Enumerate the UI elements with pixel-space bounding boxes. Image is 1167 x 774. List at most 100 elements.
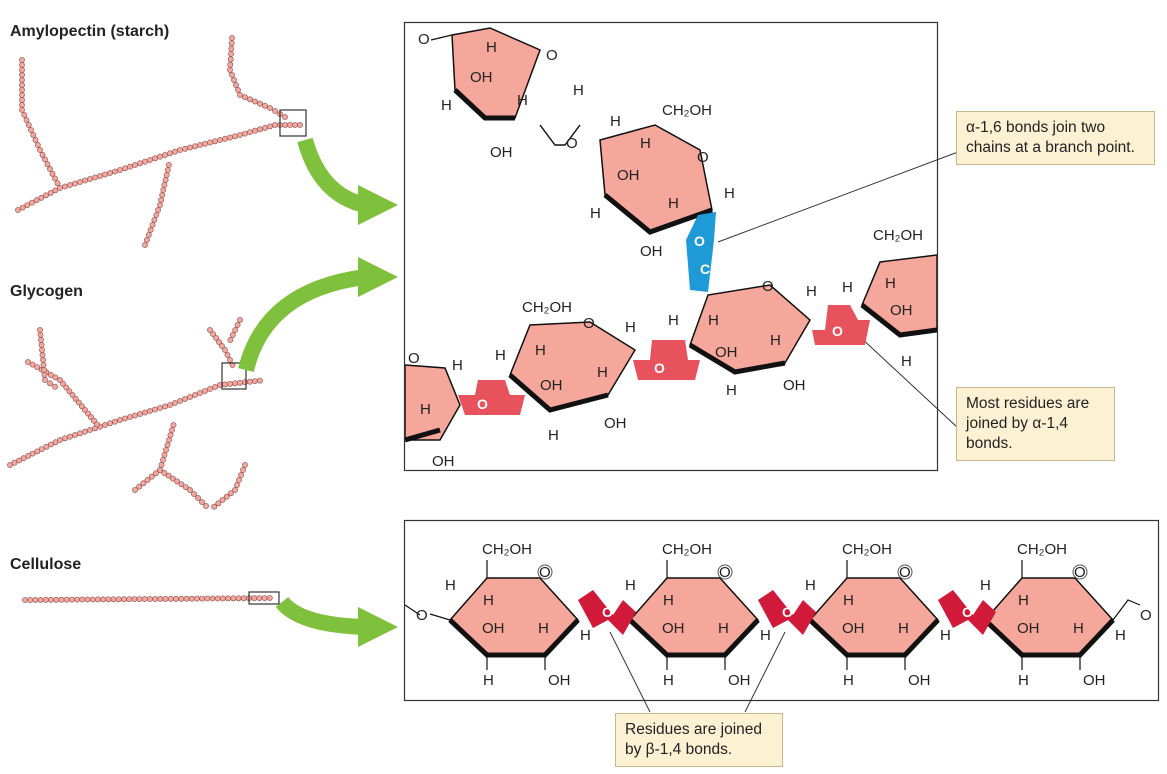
beta-ring-1-h-bottom: H	[483, 672, 494, 689]
beta-ring-2-h-top: H	[625, 577, 636, 594]
cellulose-panel	[403, 519, 1160, 702]
beta-ring-1-oxygen: O	[539, 564, 551, 581]
glycogen-label: Glycogen	[10, 283, 83, 300]
glycogen-branch-3	[132, 422, 177, 493]
ring-2-h3: H	[590, 205, 601, 222]
ring-6-h3: H	[901, 353, 912, 370]
alpha16-bond: O CH₂	[686, 212, 726, 292]
cellulose-chain	[22, 595, 273, 603]
beta-ring-3-h-bottom: H	[843, 672, 854, 689]
glycogen-branch-5	[211, 462, 248, 510]
beta-ring-4-oh-bottom: OH	[1083, 672, 1106, 689]
alpha16-callout: α-1,6 bonds join two chains at a branch …	[956, 111, 1155, 166]
beta14-oxygen-3: O	[962, 604, 973, 620]
cellulose-arrowhead	[358, 607, 398, 647]
ring-4-h2: H	[495, 347, 506, 364]
ring-3-h: H	[452, 357, 463, 374]
alpha14-oxygen-1: O	[477, 396, 488, 412]
beta14-bond-2: O	[758, 590, 816, 635]
ring-5-oh: OH	[715, 344, 738, 361]
beta14-oxygen-1: O	[602, 604, 613, 620]
ring-4-ch2oh: CH₂OH	[522, 299, 572, 316]
glucose-ring-6: CH₂OH OH H H H	[842, 227, 937, 370]
ring-1-h3: H	[441, 97, 452, 114]
ring-5-h2: H	[668, 312, 679, 329]
ring-1-link-oxygen: O	[418, 31, 430, 48]
amylopectin-arrowhead	[358, 185, 398, 225]
ring-1-h2: H	[517, 92, 528, 109]
beta-glucose-structure: OCH₂OHOHOHHHHHOCH₂OHOHOHHHHHOCH₂OHOHOHHH…	[404, 541, 1152, 689]
ring-6-h: H	[842, 279, 853, 296]
ring-1-2-link-oxygen: O	[566, 135, 578, 152]
beta-ring-1-ch2oh: CH₂OH	[482, 541, 532, 558]
ring-2-h5: H	[610, 113, 621, 130]
cellulose-right-oxygen: O	[1140, 607, 1152, 624]
ring-1-oxygen: O	[546, 47, 558, 64]
bead-chains	[7, 35, 303, 603]
beta-ring-1-oh-bottom: OH	[548, 672, 571, 689]
glycogen-branch-2	[37, 327, 58, 390]
ring-4-h5: H	[625, 319, 636, 336]
beta14-leader-right	[744, 631, 786, 713]
beta-ring-3-oxygen: O	[899, 564, 911, 581]
ring-4-h4: H	[548, 427, 559, 444]
beta14-h-3: H	[940, 627, 951, 644]
beta-ring-2-oh-bottom: OH	[728, 672, 751, 689]
beta14-callout: Residues are joined by β-1,4 bonds.	[615, 713, 783, 768]
ring-2-oxygen: O	[697, 149, 709, 166]
ring-4-h3: H	[597, 364, 608, 381]
beta-ring-2-oxygen: O	[719, 564, 731, 581]
glycogen-branch-1	[25, 359, 100, 428]
cellulose-left-oxygen: O	[416, 607, 428, 624]
ring-2-ch2oh: CH₂OH	[662, 102, 712, 119]
amylopectin-branch-2	[142, 162, 172, 248]
amylopectin-branch-1	[19, 57, 61, 187]
beta-ring-4-h-top: H	[980, 577, 991, 594]
ring-2-oh: OH	[617, 167, 640, 184]
ring-2-h2: H	[668, 195, 679, 212]
glycogen-branch-6	[207, 327, 236, 368]
amylopectin-zoom-box	[279, 109, 307, 137]
ring-2-h: H	[640, 135, 651, 152]
amylopectin-label: Amylopectin (starch)	[10, 23, 170, 40]
ring-6-oh: OH	[890, 302, 913, 319]
beta14-oxygen-2: O	[782, 604, 793, 620]
glucose-ring-4: O CH₂OH OH OH H H H H H	[495, 299, 637, 444]
glycogen-main-chain	[7, 377, 263, 468]
amylopectin-main-chain	[15, 122, 303, 213]
ring-4-oh: OH	[540, 377, 563, 394]
glycogen-zoom-box	[221, 362, 247, 390]
beta-ring-4-h-bottom: H	[1018, 672, 1029, 689]
ring-1-oh: OH	[470, 69, 493, 86]
beta-ring-3-h-right: H	[898, 620, 909, 637]
beta-ring-4-oh: OH	[1017, 620, 1040, 637]
beta-ring-3-h-top: H	[805, 577, 816, 594]
ring-3-oh: OH	[432, 453, 455, 470]
alpha16-ch2: CH₂	[700, 261, 726, 277]
beta-ring-2-h-bottom: H	[663, 672, 674, 689]
glycogen-branch-7	[227, 317, 243, 343]
ring-1-h4: H	[573, 82, 584, 99]
beta-ring-3-oh-bottom: OH	[908, 672, 931, 689]
beta-ring-2-h-right: H	[718, 620, 729, 637]
beta-ring-3-h: H	[843, 592, 854, 609]
ring-5-h: H	[708, 312, 719, 329]
ring-4-h: H	[535, 342, 546, 359]
cellulose-label: Cellulose	[10, 556, 82, 573]
glucose-ring-2: O CH₂OH OH OH H H H H H	[590, 102, 735, 260]
alpha14-leader	[857, 334, 959, 429]
beta-glucose-ring-3	[808, 560, 940, 670]
beta-glucose-ring-4	[983, 560, 1115, 670]
glycogen-arrowhead	[358, 257, 398, 297]
ring-3-oxygen: O	[408, 350, 420, 367]
beta-ring-2-ch2oh: CH₂OH	[662, 541, 712, 558]
beta-ring-1-h-right: H	[538, 620, 549, 637]
beta14-h-1: H	[580, 627, 591, 644]
ring-4-oxygen: O	[583, 315, 595, 332]
alpha14-callout: Most residues are joined by α-1,4 bonds.	[956, 387, 1115, 462]
alpha14-oxygen-2: O	[654, 360, 665, 376]
beta-ring-4-h: H	[1018, 592, 1029, 609]
ring-1-h: H	[486, 39, 497, 56]
ring-6-ch2oh: CH₂OH	[873, 227, 923, 244]
beta14-h-2: H	[760, 627, 771, 644]
